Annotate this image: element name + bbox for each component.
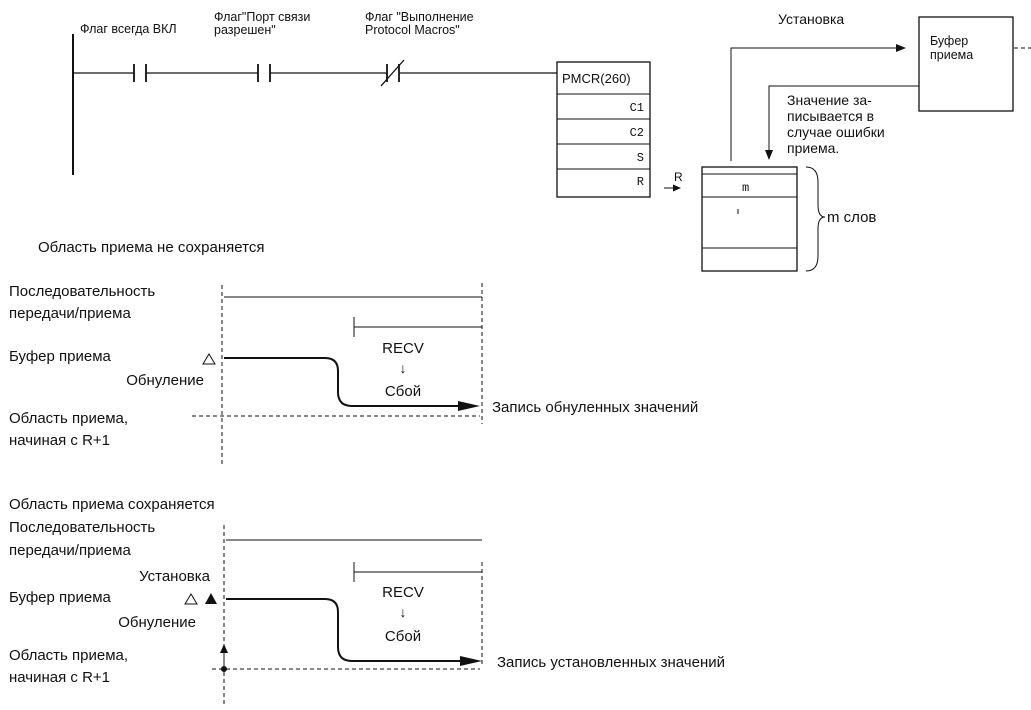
timing2-recv: RECV xyxy=(382,584,424,601)
timing2-setting-triangle xyxy=(205,593,217,604)
timing1-recv: RECV xyxy=(382,340,424,357)
timing2-buffer-signal xyxy=(226,598,466,662)
error-note-4: приема. xyxy=(787,140,839,156)
error-write-path-arrow xyxy=(765,85,919,160)
timing1-buffer-signal xyxy=(224,357,464,407)
timing2-result: Запись установленных значений xyxy=(497,654,725,671)
pmcr-instruction-block: PMCR(260) C1 C2 S R xyxy=(556,61,651,198)
receive-buffer-label-2: приема xyxy=(930,48,973,62)
buffer-section: Установка Буфер приема Значение за- писы… xyxy=(701,11,1031,272)
timing2-area-label-2: начиная с R+1 xyxy=(9,669,110,686)
contact-always-on xyxy=(133,64,147,82)
flag-exec-label-1: Флаг "Выполнение xyxy=(365,10,474,24)
flag-always-on-label: Флаг всегда ВКЛ xyxy=(80,22,177,36)
timing1-area-label-2: начиная с R+1 xyxy=(9,432,110,449)
error-note-2: писывается в xyxy=(787,108,874,124)
error-note-3: случае ошибки xyxy=(787,124,885,140)
timing1-fail: Сбой xyxy=(385,383,421,400)
timing1-result: Запись обнуленных значений xyxy=(492,399,698,416)
r-pointer-label: R xyxy=(674,170,683,184)
flag-exec-label-2: Protocol Macros" xyxy=(365,23,460,37)
flag-port-label-2: разрешен" xyxy=(214,23,276,37)
timing2-setting-dot xyxy=(221,666,227,672)
timing1-title: Область приема не сохраняется xyxy=(38,239,264,256)
operand-c2: C2 xyxy=(630,126,644,140)
timing2-reset-triangle xyxy=(184,593,198,605)
ladder-diagram: Флаг всегда ВКЛ Флаг"Порт связи разрешен… xyxy=(72,10,683,198)
timing2-fail: Сбой xyxy=(385,628,421,645)
receive-buffer-box xyxy=(918,16,1014,112)
timing1-reset-label: Обнуление xyxy=(126,372,204,389)
contact-macro-executing-nc xyxy=(380,59,405,87)
timing2-down-arrow: ↓ xyxy=(400,604,407,620)
words-label: m слов xyxy=(827,209,876,226)
flag-port-label-1: Флаг"Порт связи xyxy=(214,10,310,24)
pmcr-name: PMCR(260) xyxy=(562,71,631,86)
timing1-buffer-label: Буфер приема xyxy=(9,348,112,365)
timing1-reset-triangle xyxy=(202,353,216,365)
timing2-seq-label-2: передачи/приема xyxy=(9,542,131,559)
timing1-signal-arrowhead xyxy=(458,401,480,411)
timing-chart-2: Область приема сохраняется Последователь… xyxy=(9,496,725,705)
timing1-seq-label-2: передачи/приема xyxy=(9,305,131,322)
words-brace xyxy=(805,166,826,272)
setting-label-top: Установка xyxy=(778,11,844,27)
timing2-reset-label: Обнуление xyxy=(118,614,196,631)
timing2-seq-label-1: Последовательность xyxy=(9,519,155,536)
timing2-setting-arrowhead xyxy=(220,644,228,653)
timing2-signal-arrowhead xyxy=(460,656,482,666)
timing1-area-label-1: Область приема, xyxy=(9,410,128,427)
receive-buffer-label-1: Буфер xyxy=(930,34,968,48)
timing2-setting-label: Установка xyxy=(139,568,211,585)
receive-area-first-cell: m xyxy=(742,181,749,195)
operand-s: S xyxy=(637,151,644,165)
operand-c1: C1 xyxy=(630,101,644,115)
timing2-title: Область приема сохраняется xyxy=(9,496,215,513)
setting-path-arrow xyxy=(730,44,906,161)
contact-port-enabled xyxy=(257,64,271,82)
timing2-area-label-1: Область приема, xyxy=(9,647,128,664)
error-note-1: Значение за- xyxy=(787,92,872,108)
operand-r: R xyxy=(637,175,644,189)
receive-area-table: m xyxy=(701,166,798,272)
timing-chart-1: Область приема не сохраняется Последоват… xyxy=(9,239,698,465)
timing1-seq-label-1: Последовательность xyxy=(9,283,155,300)
timing2-buffer-label: Буфер приема xyxy=(9,589,112,606)
timing1-down-arrow: ↓ xyxy=(400,360,407,376)
